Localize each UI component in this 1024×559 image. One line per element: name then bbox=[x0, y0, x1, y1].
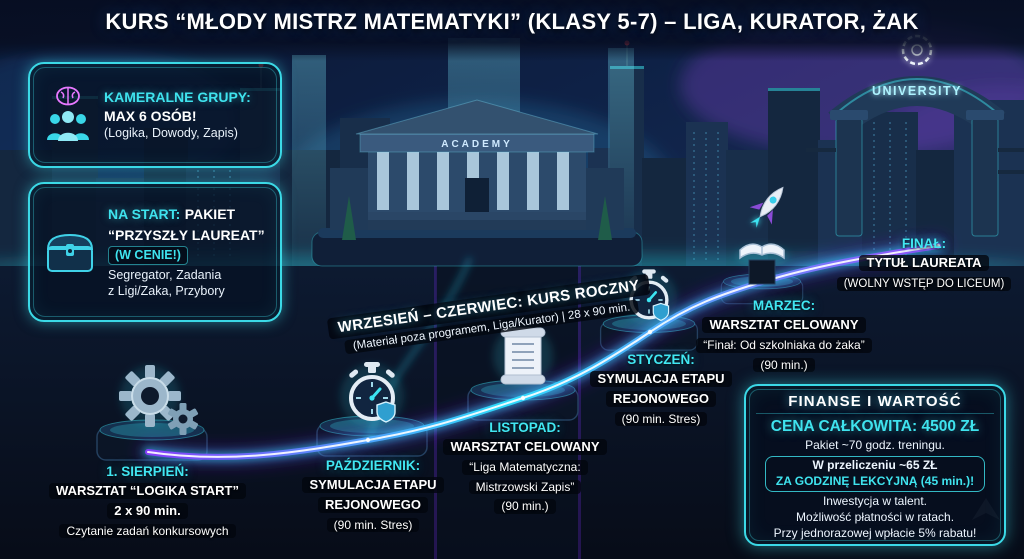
start-package-name: “PRZYSZŁY LAUREAT” bbox=[108, 226, 265, 243]
milestone-august: 1. SIERPIEŃ: WARSZTAT “LOGIKA START” 2 x… bbox=[30, 464, 265, 540]
milestone-march: MARZEC: WARSZTAT CELOWANY “Finał: Od szk… bbox=[688, 298, 880, 374]
milestone-detail: (WOLNY WSTĘP DO LICEUM) bbox=[836, 276, 1012, 291]
start-badge: (W CENIE!) bbox=[108, 246, 188, 265]
finance-line: Inwestycja w talent. bbox=[822, 493, 928, 508]
milestone-detail: (90 min.) bbox=[494, 499, 556, 514]
milestone-month: 1. SIERPIEŃ: bbox=[106, 464, 189, 479]
info-box-start-package: NA START: PAKIET “PRZYSZŁY LAUREAT” (W C… bbox=[28, 182, 282, 322]
groups-heading: KAMERALNE GRUPY: bbox=[104, 89, 251, 106]
milestone-title: WARSZTAT CELOWANY bbox=[443, 439, 607, 456]
milestone-title: SYMULACJA ETAPU bbox=[590, 371, 732, 388]
milestone-title: REJONOWEGO bbox=[317, 496, 429, 513]
milestone-detail: Czytanie zadań konkursowych bbox=[59, 523, 236, 539]
milestone-detail: 2 x 90 min. bbox=[107, 502, 188, 519]
finance-line: Pakiet ~70 godz. treningu. bbox=[805, 438, 945, 452]
milestone-january: STYCZEŃ: SYMULACJA ETAPU REJONOWEGO (90 … bbox=[586, 352, 736, 428]
milestone-subtitle: “Liga Matematyczna: bbox=[462, 459, 588, 475]
title-bar: KURS “MŁODY MISTRZ MATEMATYKI” (KLASY 5-… bbox=[0, 0, 1024, 61]
milestone-title: SYMULACJA ETAPU bbox=[302, 477, 444, 494]
finance-header: FINANSE I WARTOŚĆ bbox=[756, 393, 994, 414]
milestone-october: PAŹDZIERNIK: SYMULACJA ETAPU REJONOWEGO … bbox=[283, 458, 463, 534]
milestone-subtitle: Mistrzowski Zapis” bbox=[468, 479, 582, 495]
stopwatch-shield-icon bbox=[340, 360, 404, 428]
gear-icon bbox=[119, 365, 199, 435]
academy-building: ACADEMY bbox=[311, 99, 643, 267]
milestone-month: FINAŁ: bbox=[901, 236, 947, 251]
start-contents-2: z Ligi/Zaka, Przybory bbox=[108, 284, 225, 299]
finance-total-price: CENA CAŁKOWITA: 4500 ZŁ bbox=[770, 418, 980, 435]
group-icon bbox=[47, 111, 89, 141]
finance-rate-highlight: W przeliczeniu ~65 ZŁ ZA GODZINĘ LEKCYJN… bbox=[764, 455, 986, 492]
finance-line: W przeliczeniu ~65 ZŁ bbox=[812, 457, 938, 472]
milestone-detail: (90 min.) bbox=[753, 357, 815, 373]
milestone-title: TYTUŁ LAUREATA bbox=[859, 255, 989, 272]
small-gear-icon bbox=[167, 403, 199, 435]
milestone-final: FINAŁ: TYTUŁ LAUREATA (WOLNY WSTĘP DO LI… bbox=[836, 236, 1012, 293]
milestone-subtitle: “Finał: Od szkolniaka do żaka” bbox=[696, 337, 872, 353]
page-title: KURS “MŁODY MISTRZ MATEMATYKI” (KLASY 5-… bbox=[105, 9, 919, 34]
milestone-title: WARSZTAT CELOWANY bbox=[702, 317, 866, 334]
milestone-title: WARSZTAT “LOGIKA START” bbox=[49, 483, 246, 500]
milestone-november: LISTOPAD: WARSZTAT CELOWANY “Liga Matema… bbox=[437, 420, 613, 516]
start-package-word: PAKIET bbox=[184, 206, 236, 223]
groups-size: MAX 6 OSÓB! bbox=[104, 107, 197, 124]
scroll-icon bbox=[493, 326, 553, 386]
start-label: NA START: bbox=[108, 206, 181, 223]
finance-line: Przy jednorazowej wpłacie 5% rabatu! bbox=[773, 525, 977, 540]
milestone-month: LISTOPAD: bbox=[489, 420, 561, 435]
rocket-icon bbox=[749, 186, 784, 228]
treasure-chest-icon bbox=[46, 233, 94, 272]
milestone-month: PAŹDZIERNIK: bbox=[325, 458, 421, 473]
brain-icon bbox=[56, 86, 80, 106]
milestone-detail: (90 min. Stres) bbox=[614, 411, 708, 427]
milestone-title: REJONOWEGO bbox=[605, 390, 717, 407]
info-box-groups: KAMERALNE GRUPY: MAX 6 OSÓB! (Logika, Do… bbox=[28, 62, 282, 168]
groups-topics: (Logika, Dowody, Zapis) bbox=[104, 126, 238, 141]
academy-label: ACADEMY bbox=[441, 139, 513, 150]
finance-box: FINANSE I WARTOŚĆ CENA CAŁKOWITA: 4500 Z… bbox=[744, 384, 1006, 546]
milestone-month: STYCZEŃ: bbox=[627, 352, 695, 367]
university-label: UNIVERSITY bbox=[872, 84, 962, 98]
milestone-month: MARZEC: bbox=[752, 298, 816, 313]
finance-line: ZA GODZINĘ LEKCYJNĄ (45 min.)! bbox=[775, 473, 975, 488]
book-icon bbox=[736, 243, 788, 285]
start-contents-1: Segregator, Zadania bbox=[108, 267, 222, 282]
finance-line: Możliwość płatności w ratach. bbox=[795, 509, 955, 524]
milestone-detail: (90 min. Stres) bbox=[326, 517, 420, 533]
